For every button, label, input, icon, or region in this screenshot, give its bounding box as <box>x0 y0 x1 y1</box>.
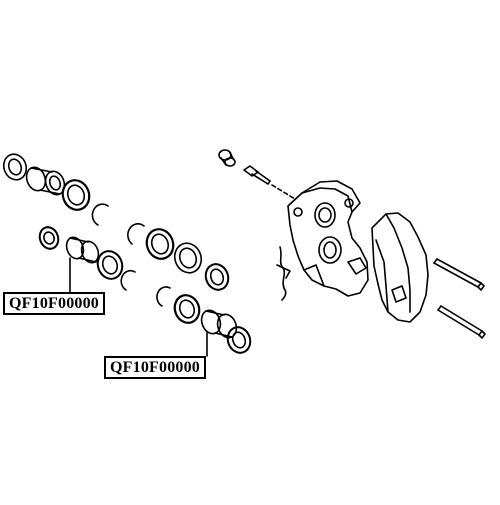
piston-4 <box>200 309 238 339</box>
piston-seal-ring-1 <box>61 179 91 211</box>
piston-3 <box>173 242 203 274</box>
piston-seal-ring-3 <box>145 228 175 260</box>
retaining-clip-1 <box>91 203 109 226</box>
retaining-clip-2 <box>127 223 145 245</box>
part-number-label: QF10F00000 <box>104 356 206 379</box>
retaining-clip-4 <box>156 286 171 307</box>
piston-seal-ring-4 <box>204 263 230 291</box>
piston-seal-ring-6 <box>226 326 252 354</box>
dust-boot-seal-1 <box>2 153 28 181</box>
dust-boot-seal-2 <box>38 226 60 250</box>
piston-seal-ring-5 <box>173 294 201 324</box>
retaining-clip-3 <box>120 269 136 291</box>
piston-seal-ring-2 <box>96 250 124 280</box>
spring-clip <box>276 246 291 301</box>
piston-2 <box>65 236 100 264</box>
guide-pin-2 <box>437 305 486 339</box>
guide-pin-1 <box>433 258 485 291</box>
caliper-outer-half <box>371 212 429 323</box>
caliper-housing <box>287 180 369 297</box>
bleeder-screw <box>243 165 296 200</box>
piston-1 <box>25 166 66 196</box>
bleeder-cap <box>218 149 236 167</box>
part-number-label: QF10F00000 <box>3 292 105 315</box>
